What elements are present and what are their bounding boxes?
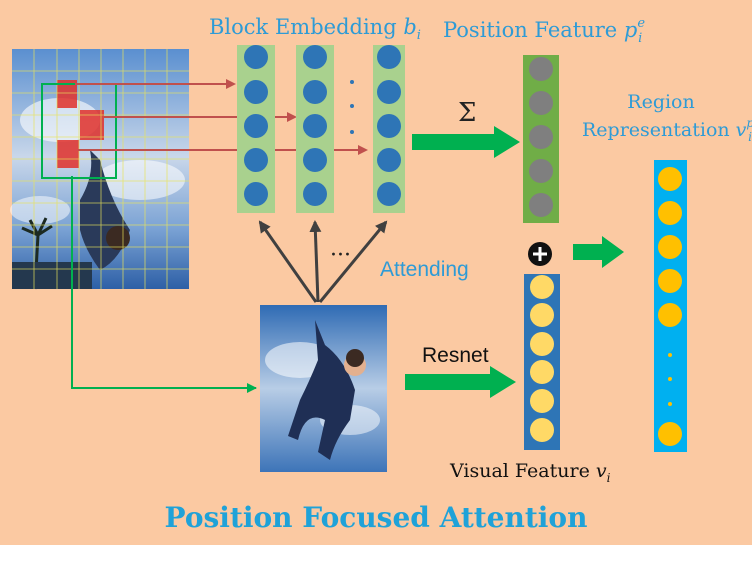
diagram-title: Position Focused Attention: [165, 501, 588, 534]
block-embedding-label: Block Embedding bi: [209, 15, 421, 43]
resnet-arrow: [405, 366, 516, 398]
crop-image: [260, 305, 387, 472]
region-label: Region: [627, 91, 694, 113]
sum-arrow: [412, 126, 520, 158]
block-column-ellipsis: [350, 80, 354, 134]
attending-ellipsis: ···: [330, 243, 351, 268]
block-embedding-columns: [237, 45, 405, 213]
source-image: [10, 49, 189, 290]
position-feature-column: [523, 55, 559, 223]
resnet-label: Resnet: [422, 344, 489, 367]
region-representation-column: [654, 160, 687, 452]
crop-link-arrow: [71, 176, 257, 393]
visual-feature-label: Visual Feature vi: [449, 460, 611, 485]
visual-feature-column: [524, 274, 560, 450]
block-column-n: [373, 45, 405, 213]
region-representation-label: Representation vpi: [582, 116, 752, 144]
concat-plus-icon: [528, 242, 552, 266]
to-region-arrow: [573, 236, 624, 268]
attending-arrows: [258, 220, 388, 303]
attending-label: Attending: [380, 258, 469, 281]
bottom-margin: [0, 545, 752, 566]
block-column-2: [296, 45, 334, 213]
block-column-1: [237, 45, 275, 213]
sum-symbol: Σ: [458, 98, 476, 128]
